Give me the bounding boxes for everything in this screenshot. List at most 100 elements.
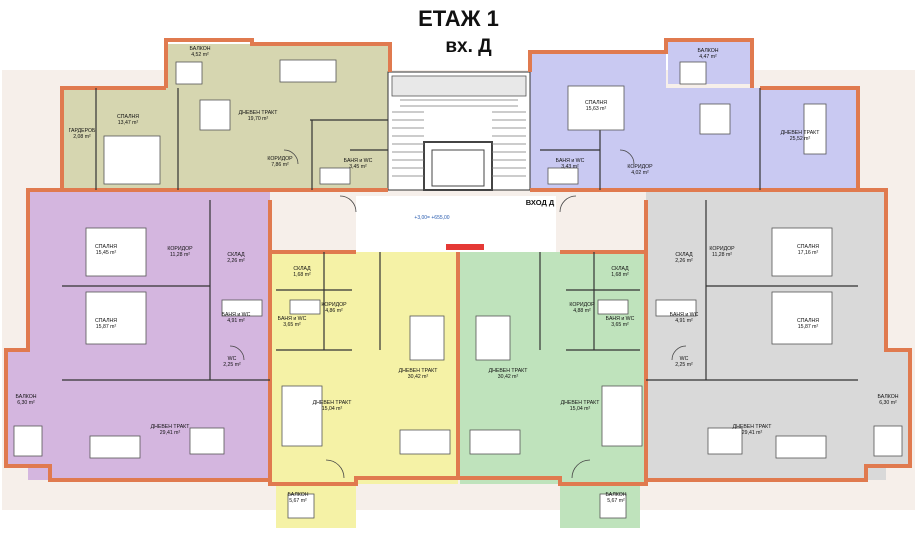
partitions — [62, 88, 858, 381]
outdoor-table — [287, 493, 315, 519]
room-name: WC — [680, 356, 689, 362]
room-area: 2,25 m² — [223, 362, 241, 368]
room-area: 3,45 m² — [349, 164, 367, 170]
apartment-gray-fill — [646, 190, 886, 480]
sofa — [469, 429, 521, 455]
room-name: БАНЯ и WC — [222, 312, 251, 318]
outdoor-table — [13, 425, 43, 457]
dining-table — [707, 427, 743, 455]
apartment-purple-fill — [28, 190, 270, 480]
room-area: 11,28 m² — [170, 252, 190, 258]
mailbox-bar — [446, 244, 484, 250]
sofa — [399, 429, 451, 455]
doors — [229, 149, 687, 479]
room-name: БАЛКОН — [189, 46, 210, 52]
room-area: 2,26 m² — [675, 258, 693, 264]
entrance-level: +3,00= +655,00 — [414, 215, 449, 221]
room-area: 30,42 m² — [498, 374, 519, 380]
outdoor-table — [679, 61, 707, 85]
room-name: КОРИДОР — [627, 164, 653, 170]
sofa — [89, 435, 141, 459]
room-name: WC — [228, 356, 237, 362]
room-name: БАЛКОН — [15, 394, 36, 400]
room-area: 5,67 m² — [289, 498, 307, 504]
room-name: ДНЕВЕН ТРАКТ — [151, 424, 191, 430]
room-area: 17,16 m² — [798, 250, 819, 256]
room-area: 6,30 m² — [879, 400, 897, 406]
room-name: СКЛАД — [611, 266, 629, 272]
room-area: 2,08 m² — [73, 134, 91, 140]
room-name: БАНЯ и WC — [670, 312, 699, 318]
room-name: СКЛАД — [227, 252, 245, 258]
bathtub — [655, 299, 697, 317]
sofa — [279, 59, 337, 83]
dining-table — [409, 315, 445, 361]
room-area: 30,42 m² — [408, 374, 429, 380]
room-name: СПАЛНЯ — [95, 244, 117, 250]
bed — [771, 291, 833, 345]
room-area: 4,86 m² — [325, 308, 343, 314]
bed — [103, 135, 161, 185]
room-area: 1,68 m² — [611, 272, 629, 278]
room-area: 4,91 m² — [227, 318, 245, 324]
room-area: 4,02 m² — [631, 170, 649, 176]
room-name: КОРИДОР — [569, 302, 595, 308]
room-name: ДНЕВЕН ТРАКТ — [239, 110, 279, 116]
room-name: БАНЯ и WC — [556, 158, 585, 164]
room-name: ДНЕВЕН ТРАКТ — [313, 400, 353, 406]
bathtub — [221, 299, 263, 317]
room-area: 15,04 m² — [322, 406, 343, 412]
room-name: БАЛКОН — [287, 492, 308, 498]
room-name: БАЛКОН — [697, 48, 718, 54]
sofa — [775, 435, 827, 459]
room-name: ДНЕВЕН ТРАКТ — [399, 368, 439, 374]
bathtub — [319, 167, 351, 185]
dining-table — [699, 103, 731, 135]
room-area: 4,47 m² — [699, 54, 717, 60]
bathtub — [597, 299, 629, 315]
room-name: СПАЛНЯ — [117, 114, 139, 120]
bed — [85, 227, 147, 277]
room-name: БАНЯ и WC — [606, 316, 635, 322]
room-name: ДНЕВЕН ТРАКТ — [781, 130, 821, 136]
dining-table — [189, 427, 225, 455]
entrance-subtitle: вх. Д — [445, 36, 492, 57]
room-name: СПАЛНЯ — [95, 318, 117, 324]
room-area: 5,67 m² — [607, 498, 625, 504]
room-name: КОРИДОР — [321, 302, 347, 308]
room-area: 25,52 m² — [790, 136, 811, 142]
bed — [281, 385, 323, 447]
room-name: КОРИДОР — [167, 246, 193, 252]
room-name: ДНЕВЕН ТРАКТ — [561, 400, 601, 406]
stair-landing — [391, 75, 527, 97]
room-area: 15,87 m² — [798, 324, 819, 330]
entrance-label: ВХОД Д — [526, 198, 555, 207]
room-area: 3,43 m² — [561, 164, 579, 170]
room-name: ДНЕВЕН ТРАКТ — [733, 424, 773, 430]
room-name: ГАРДЕРОБ — [69, 128, 96, 134]
outdoor-table — [873, 425, 903, 457]
entrance-hall — [356, 196, 556, 252]
walls — [4, 38, 912, 486]
elevator-shaft — [423, 141, 493, 191]
bathtub — [289, 299, 321, 315]
room-name: БАЛКОН — [605, 492, 626, 498]
stair-core — [387, 71, 531, 191]
bed — [601, 385, 643, 447]
room-name: СКЛАД — [293, 266, 311, 272]
room-name: БАНЯ и WC — [344, 158, 373, 164]
bed — [85, 291, 147, 345]
bed — [567, 85, 625, 131]
room-area: 1,68 m² — [293, 272, 311, 278]
sofa — [803, 103, 827, 155]
room-area: 4,52 m² — [191, 52, 209, 58]
room-name: СКЛАД — [675, 252, 693, 258]
dining-table — [475, 315, 511, 361]
room-name: СПАЛНЯ — [797, 318, 819, 324]
room-name: КОРИДОР — [709, 246, 735, 252]
room-area: 11,28 m² — [712, 252, 732, 258]
room-area: 29,41 m² — [160, 430, 181, 436]
outdoor-table — [599, 493, 627, 519]
